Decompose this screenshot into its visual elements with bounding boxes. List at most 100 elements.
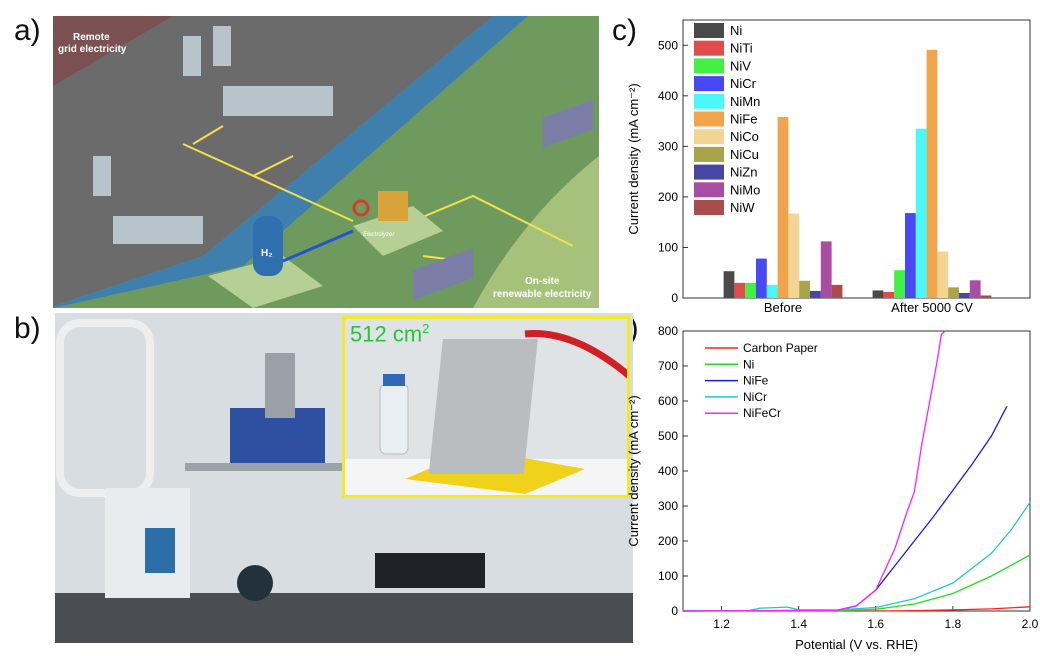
bar-nicu-1 [948, 287, 959, 298]
legend-label: NiTi [730, 41, 753, 56]
bar-nizn-0 [810, 290, 821, 298]
y-tick-label: 600 [658, 394, 678, 408]
legend-label: Ni [730, 23, 742, 38]
y-tick-label: 400 [658, 89, 678, 103]
bar-nife-0 [777, 117, 789, 298]
y-tick-label: 0 [671, 604, 678, 618]
legend-swatch [694, 164, 724, 180]
legend-label: NiCo [730, 129, 759, 144]
hydrogen-scenario-illustration: Remote grid electricity H₂ Electrolyzer … [53, 16, 599, 308]
plot-frame [682, 19, 1031, 299]
inset-area-unit-exponent: 2 [422, 321, 430, 336]
x-tick-label: 1.2 [713, 617, 730, 631]
tank-label: H₂ [261, 248, 273, 259]
legend-swatch [694, 146, 724, 162]
y-tick-label: 100 [658, 240, 678, 254]
legend-label: Ni [743, 357, 754, 371]
electrolyzer-setup-photo: 512 cm2 [55, 313, 633, 643]
bar-nicr-1 [905, 213, 916, 298]
bar-niti-0 [734, 282, 746, 298]
x-tick-label: 1.6 [867, 617, 884, 631]
panel-label-b: b) [14, 312, 41, 345]
stack-inset: 512 cm2 [342, 316, 630, 498]
series-line-nicr [682, 502, 1031, 612]
legend-label: NiFeCr [743, 406, 781, 420]
y-tick-label: 500 [658, 38, 678, 52]
bar-nimn-1 [915, 128, 927, 298]
bottle [379, 383, 409, 455]
legend-swatch [694, 76, 724, 92]
plot-frame [682, 330, 1031, 612]
y-tick-label: 500 [658, 429, 678, 443]
legend-label: Carbon Paper [743, 341, 818, 355]
legend-swatch [694, 40, 724, 56]
bar-niv-0 [745, 282, 756, 298]
bar-chart-current-density: 0100200300400500NiNiTiNiVNiCrNiMnNiFeNiC… [626, 19, 1031, 315]
pipeline [282, 229, 354, 263]
panel-label-a: a) [14, 14, 41, 47]
bar-nicu-0 [799, 280, 810, 298]
legend-swatch [694, 58, 724, 74]
bar-niw-1 [980, 295, 992, 298]
bar-nicr-0 [756, 258, 767, 298]
y-axis-label: Current density (mA cm⁻²) [626, 395, 641, 546]
electrolyzer-platform [353, 206, 443, 256]
illustration-scene: Remote grid electricity H₂ Electrolyzer … [53, 16, 599, 308]
legend-label: NiFe [730, 112, 757, 127]
y-tick-label: 0 [671, 291, 678, 305]
x-tick-label: 1.8 [945, 617, 962, 631]
bar-ni-1 [872, 290, 884, 298]
x-tick-label: Before [764, 300, 802, 315]
legend-swatch [694, 93, 724, 109]
y-tick-label: 200 [658, 190, 678, 204]
legend-swatch [694, 200, 724, 215]
bar-nico-0 [788, 213, 800, 298]
inset-scene [345, 330, 627, 495]
bar-nico-1 [937, 251, 949, 298]
bar-niw-0 [831, 284, 843, 298]
no-grid-icon [352, 199, 370, 217]
legend-swatch [694, 111, 724, 127]
stack-plate [428, 339, 538, 474]
series-line-nife [682, 405, 1008, 612]
inset-area-label: 512 cm2 [350, 321, 429, 347]
onsite-label-line1: On-site [525, 276, 560, 287]
bar-nimo-1 [969, 280, 981, 298]
legend-label: NiZn [730, 165, 757, 180]
y-tick-label: 100 [658, 569, 678, 583]
onsite-label-line2: renewable electricity [493, 289, 592, 300]
inset-area-value: 512 cm [350, 321, 423, 347]
hill [473, 156, 599, 308]
power-lines [182, 125, 574, 262]
bar-ni-0 [723, 271, 735, 298]
legend-label: NiMo [730, 182, 760, 197]
river [203, 16, 528, 266]
legend-label: NiV [730, 58, 751, 73]
x-tick-label: 2.0 [1022, 617, 1039, 631]
x-tick-label: 1.4 [790, 617, 807, 631]
y-tick-label: 300 [658, 499, 678, 513]
legend-label: NiCr [743, 390, 767, 404]
electrolyzer [378, 191, 408, 221]
panel-label-c: c) [612, 14, 637, 47]
legend-label: NiCr [730, 76, 757, 91]
cable [524, 330, 627, 379]
legend-label: NiW [730, 200, 755, 215]
bar-nizn-1 [959, 292, 970, 298]
bar-nimn-0 [766, 284, 778, 298]
x-tick-label: After 5000 CV [891, 300, 973, 315]
legend-label: NiMn [730, 94, 760, 109]
bar-nimo-0 [820, 241, 832, 298]
power-supply [375, 553, 485, 588]
mountain [53, 16, 173, 86]
y-axis-label: Current density (mA cm⁻²) [626, 83, 641, 234]
remote-label-line2: grid electricity [58, 44, 127, 55]
power-plants [93, 26, 333, 244]
y-tick-label: 400 [658, 464, 678, 478]
solar-panels [413, 99, 593, 300]
y-tick-label: 700 [658, 359, 678, 373]
series-line-nifecr [682, 330, 946, 612]
electrolyzer-label: Electrolyzer [363, 232, 395, 238]
